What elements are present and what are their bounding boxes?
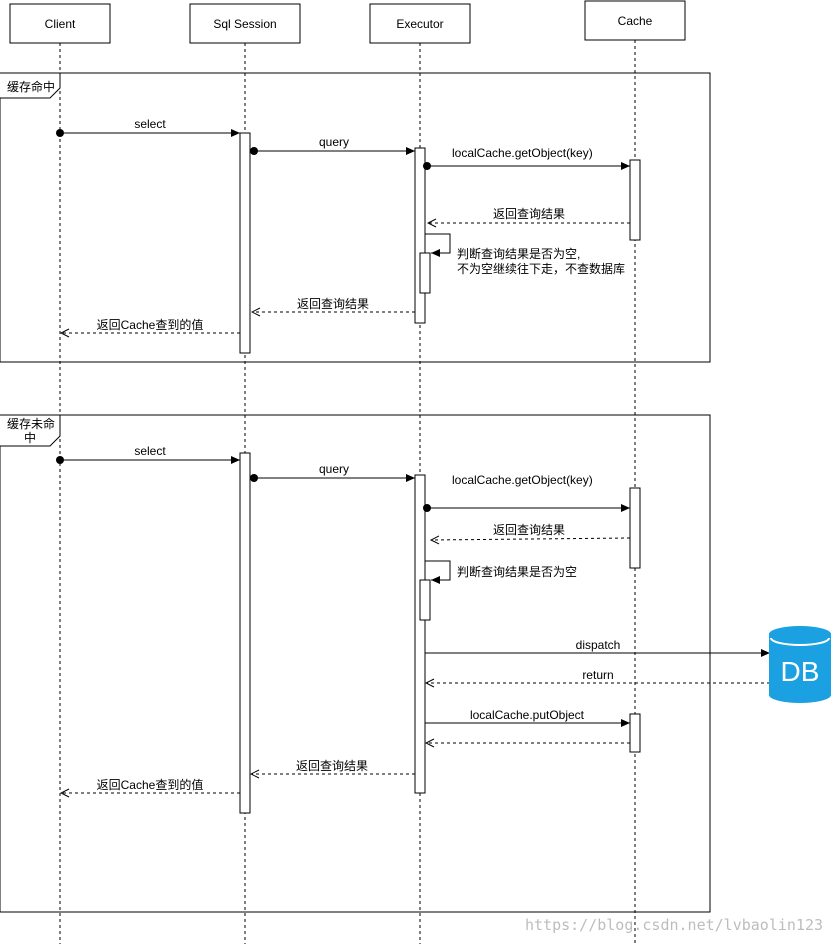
participant-executor-label: Executor	[396, 17, 443, 31]
message-hit-return-to-client: 返回Cache查到的值	[61, 317, 240, 333]
activation-executor-miss-nested	[419, 579, 431, 621]
message-miss-db-return-label: return	[582, 668, 613, 682]
frame-cache-miss-title-line1: 缓存未命	[7, 416, 55, 431]
lifelines	[59, 40, 636, 944]
database-label: DB	[781, 656, 820, 687]
message-miss-select: select	[56, 444, 240, 464]
message-miss-dispatch-label: dispatch	[576, 638, 621, 652]
message-hit-self-check-line2: 不为空继续往下走，不查数据库	[457, 261, 625, 276]
activation-cache-miss-get	[629, 487, 641, 569]
activation-executor-miss	[414, 474, 426, 794]
message-hit-get-object: localCache.getObject(key)	[423, 146, 630, 170]
message-miss-query-label: query	[319, 462, 349, 476]
frame-cache-hit-title: 缓存命中	[7, 79, 55, 94]
message-miss-self-check: 判断查询结果是否为空	[425, 560, 577, 584]
message-hit-return-to-session: 返回查询结果	[252, 297, 415, 312]
message-miss-get-object: localCache.getObject(key)	[423, 473, 630, 512]
message-hit-query: query	[250, 135, 415, 155]
participant-session-label: Sql Session	[213, 17, 276, 31]
message-miss-dispatch: dispatch	[425, 638, 770, 657]
message-hit-select: select	[56, 117, 240, 137]
participant-executor: Executor	[369, 3, 471, 44]
participant-session: Sql Session	[189, 3, 301, 44]
message-hit-select-label: select	[134, 117, 166, 131]
activation-cache-hit	[629, 159, 641, 241]
message-miss-return-result-label: 返回查询结果	[493, 523, 565, 537]
activation-cache-miss-put	[629, 713, 641, 753]
watermark: https://blog.csdn.net/lvbaolin123	[525, 916, 823, 934]
message-miss-put-object-label: localCache.putObject	[470, 708, 585, 722]
message-hit-return-to-client-label: 返回Cache查到的值	[97, 317, 204, 332]
message-hit-return-to-session-label: 返回查询结果	[297, 297, 369, 311]
message-hit-self-check: 判断查询结果是否为空, 不为空继续往下走，不查数据库	[425, 233, 625, 276]
message-miss-query: query	[250, 462, 415, 482]
participant-client-label: Client	[45, 17, 76, 31]
message-miss-return-result: 返回查询结果	[431, 523, 631, 540]
message-miss-get-object-label: localCache.getObject(key)	[452, 473, 593, 487]
message-miss-select-label: select	[134, 444, 166, 458]
message-miss-self-check-label: 判断查询结果是否为空	[457, 564, 577, 579]
database-icon: DB	[769, 626, 831, 703]
message-hit-query-label: query	[319, 135, 349, 149]
participant-cache: Cache	[584, 0, 686, 41]
message-hit-get-object-label: localCache.getObject(key)	[452, 146, 593, 160]
activation-executor-hit	[414, 147, 426, 324]
activation-session-hit	[239, 132, 251, 354]
participant-client: Client	[9, 3, 111, 44]
message-hit-return-result-label: 返回查询结果	[493, 207, 565, 221]
message-miss-put-object: localCache.putObject	[425, 708, 630, 727]
frame-cache-miss: 缓存未命 中	[0, 414, 711, 913]
frame-cache-hit: 缓存命中	[0, 72, 711, 363]
participant-cache-label: Cache	[618, 14, 653, 28]
message-hit-self-check-line1: 判断查询结果是否为空,	[457, 246, 580, 261]
message-miss-return-to-client: 返回Cache查到的值	[61, 777, 240, 793]
message-miss-db-return: return	[426, 668, 770, 683]
frame-cache-miss-title-line2: 中	[24, 430, 36, 445]
activation-session-miss	[239, 452, 251, 814]
message-miss-return-to-client-label: 返回Cache查到的值	[97, 777, 204, 792]
message-hit-return-result: 返回查询结果	[428, 207, 630, 223]
message-miss-return-to-session: 返回查询结果	[251, 759, 415, 774]
activation-executor-hit-nested	[419, 252, 431, 294]
message-miss-return-to-session-label: 返回查询结果	[296, 759, 368, 773]
